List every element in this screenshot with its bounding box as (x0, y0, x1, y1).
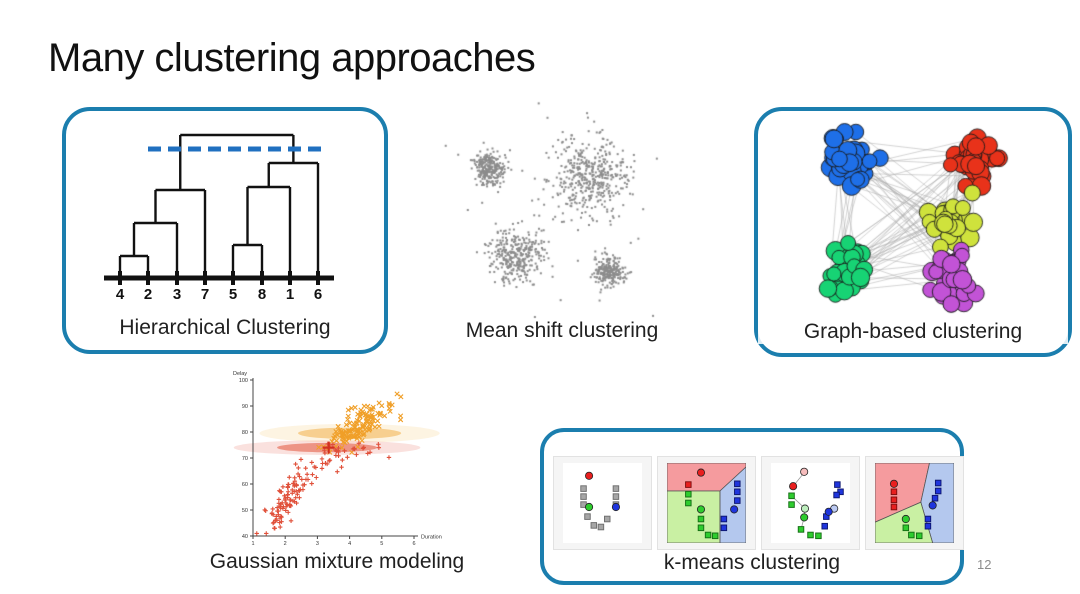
svg-text:6: 6 (412, 541, 415, 546)
svg-text:5: 5 (229, 286, 237, 303)
kmeans-step-4-figure (875, 463, 954, 543)
mean-shift-figure (437, 93, 702, 321)
svg-text:60: 60 (242, 482, 248, 488)
kmeans-panel-1-initial (553, 456, 652, 550)
kmeans-card: k-means clustering (540, 428, 964, 585)
kmeans-step-3-figure (771, 463, 850, 543)
graph-clustering-label: Graph-based clustering (758, 320, 1068, 344)
svg-text:90: 90 (242, 404, 248, 410)
svg-text:7: 7 (201, 286, 209, 303)
page-number: 12 (977, 557, 992, 572)
gaussian-mixture-label: Gaussian mixture modeling (209, 550, 465, 573)
page-title: Many clustering approaches (48, 36, 536, 80)
hierarchical-clustering-label: Hierarchical Clustering (119, 316, 331, 339)
svg-text:3: 3 (173, 286, 181, 303)
svg-text:6: 6 (314, 286, 322, 303)
svg-text:Duration: Duration (421, 535, 442, 541)
hierarchical-clustering-card: 4 2 3 7 5 8 1 6 Hierarchical Clustering (62, 107, 388, 354)
kmeans-step-1-figure (563, 463, 642, 543)
svg-text:40: 40 (242, 534, 248, 540)
svg-text:100: 100 (239, 378, 248, 384)
kmeans-label: k-means clustering (663, 551, 841, 574)
svg-text:70: 70 (242, 456, 248, 462)
svg-text:50: 50 (242, 508, 248, 514)
svg-text:2: 2 (144, 286, 152, 303)
kmeans-panel-2-assignment (657, 456, 756, 550)
svg-text:3: 3 (316, 541, 319, 546)
svg-text:1: 1 (286, 286, 294, 303)
graph-clustering-figure (770, 115, 1060, 350)
kmeans-step-2-figure (667, 463, 746, 543)
svg-text:4: 4 (116, 286, 125, 303)
svg-text:5: 5 (380, 541, 383, 546)
svg-text:Delay: Delay (233, 371, 247, 377)
mean-shift-label: Mean shift clustering (465, 319, 659, 342)
svg-text:4: 4 (348, 541, 351, 546)
kmeans-panel-4-converged (865, 456, 964, 550)
svg-text:80: 80 (242, 430, 248, 436)
dendrogram-figure: 4 2 3 7 5 8 1 6 (104, 133, 334, 303)
svg-text:1: 1 (251, 541, 254, 546)
graph-clustering-card: Graph-based clustering (754, 107, 1072, 357)
kmeans-panel-3-update (761, 456, 860, 550)
svg-text:2: 2 (284, 541, 287, 546)
svg-text:8: 8 (258, 286, 266, 303)
